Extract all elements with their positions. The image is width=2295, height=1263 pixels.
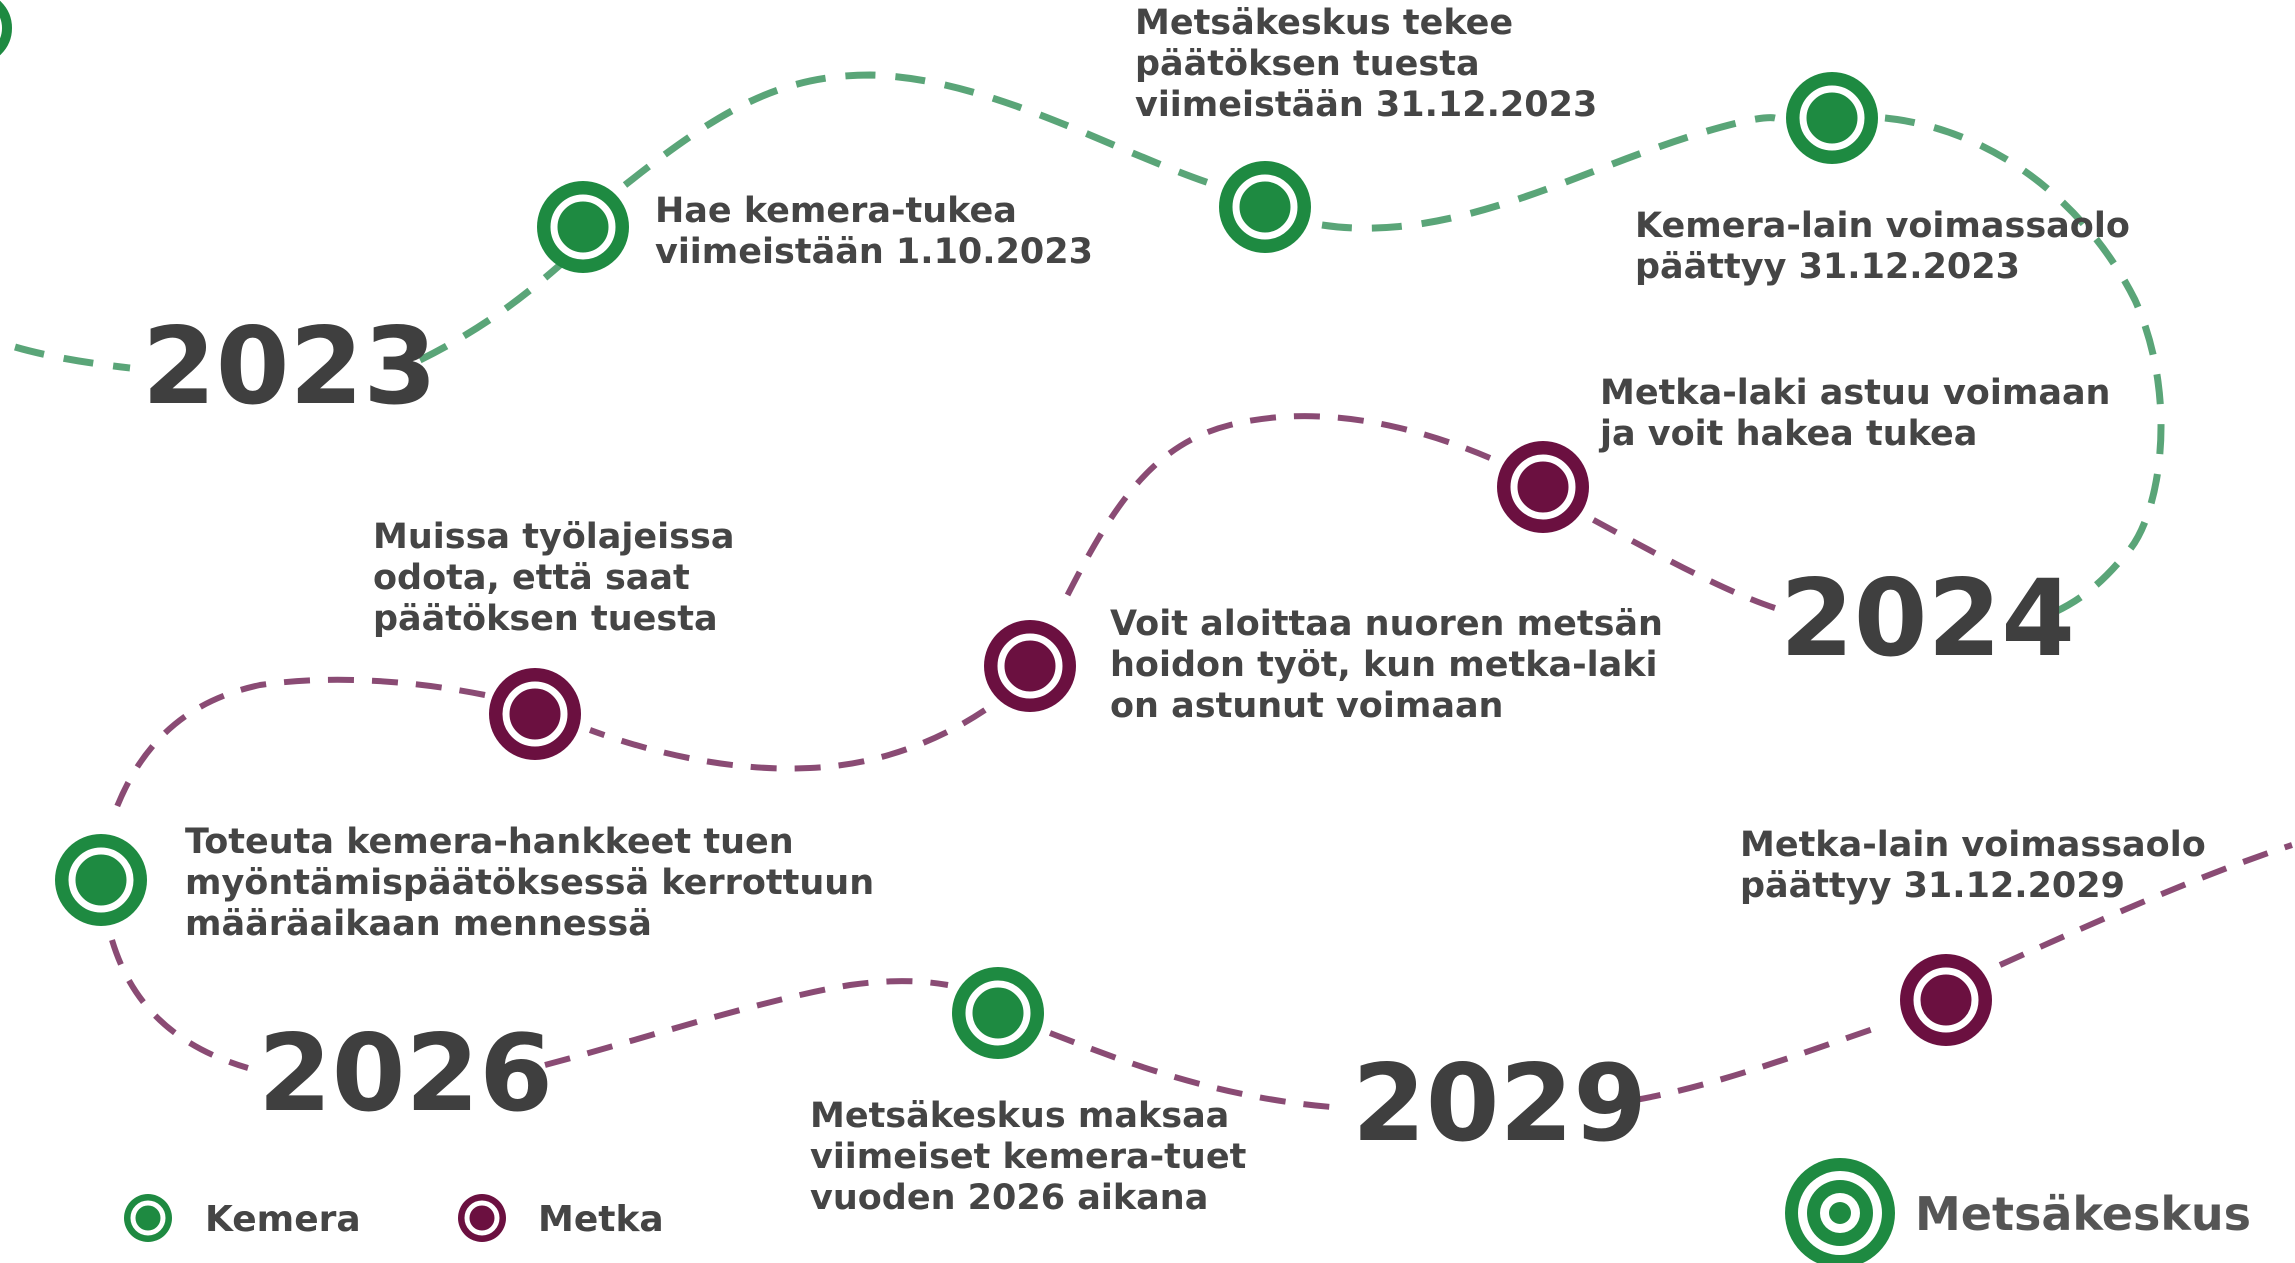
kemera-milestone-marker-6 bbox=[55, 834, 147, 926]
corner-ring bbox=[0, 0, 12, 56]
milestone-label-line: Muissa työlajeissa bbox=[373, 517, 734, 557]
kemera-milestone-marker-7 bbox=[952, 967, 1044, 1059]
milestone-label-line: Kemera-lain voimassaolo bbox=[1635, 206, 2130, 246]
kemera-marker-icon bbox=[1219, 161, 1311, 253]
legend-kemera-marker-ring bbox=[130, 1200, 166, 1236]
kemera-marker-icon bbox=[1786, 72, 1878, 164]
legend-metka: Metka bbox=[458, 1194, 664, 1242]
milestone-label-line: myöntämispäätöksessä kerrottuun bbox=[185, 863, 874, 903]
legend: Kemera Metka bbox=[124, 1194, 664, 1242]
milestone-label-line: hoidon työt, kun metka-laki bbox=[1110, 645, 1658, 685]
kemera-milestone-marker-0 bbox=[537, 181, 629, 273]
brand-name: Metsäkeskus bbox=[1915, 1187, 2251, 1241]
year-labels: 2023 2024 2026 2029 bbox=[142, 305, 2075, 1165]
year-2024: 2024 bbox=[1780, 557, 2075, 680]
milestone-label-line: Hae kemera-tukea bbox=[655, 191, 1017, 231]
kemera-marker-ring bbox=[68, 847, 134, 913]
kemera-marker-icon bbox=[537, 181, 629, 273]
metka-path-maksaa-to-2029 bbox=[1048, 1030, 1346, 1111]
metka-path-2026-to-maksaa bbox=[544, 978, 949, 1068]
metka-marker-icon bbox=[984, 620, 1076, 712]
milestone-label-line: vuoden 2026 aikana bbox=[810, 1178, 1208, 1218]
milestone-label-line: päättyy 31.12.2023 bbox=[1635, 247, 2020, 287]
milestone-label-line: päätöksen tuesta bbox=[1135, 44, 1480, 84]
metka-marker-icon bbox=[1900, 954, 1992, 1046]
metka-path-laki-to-aloittaa bbox=[1057, 413, 1492, 612]
brand-logo: Metsäkeskus bbox=[1785, 1158, 2251, 1263]
kemera-path-segments bbox=[14, 71, 2165, 616]
milestone-label-line: päätöksen tuesta bbox=[373, 599, 718, 639]
kemera-marker-icon bbox=[952, 967, 1044, 1059]
kemera-marker-ring bbox=[1799, 85, 1865, 151]
milestone-label-line: viimeiset kemera-tuet bbox=[810, 1137, 1246, 1177]
kemera-milestone-marker-1 bbox=[1219, 161, 1311, 253]
metka-marker-ring bbox=[997, 633, 1063, 699]
metka-path-2024-to-laki bbox=[1588, 515, 1776, 611]
legend-kemera-label: Kemera bbox=[205, 1199, 361, 1240]
legend-metka-label: Metka bbox=[538, 1199, 664, 1240]
milestone-label-line: määräaikaan mennessä bbox=[185, 904, 652, 944]
metka-path-2029-to-voimassaolo bbox=[1634, 1022, 1886, 1103]
year-2023: 2023 bbox=[142, 305, 437, 428]
legend-kemera: Kemera bbox=[124, 1194, 361, 1242]
kemera-milestone-marker-2 bbox=[1786, 72, 1878, 164]
kemera-marker-ring bbox=[965, 980, 1031, 1046]
kemera-path-2023-to-hae bbox=[418, 262, 563, 364]
milestone-label-line: Toteuta kemera-hankkeet tuen bbox=[185, 822, 794, 862]
year-2026: 2026 bbox=[258, 1012, 553, 1135]
milestone-label-line: Voit aloittaa nuoren metsän bbox=[1110, 604, 1663, 644]
milestone-label-line: odota, että saat bbox=[373, 558, 690, 598]
milestone-label-line: päättyy 31.12.2029 bbox=[1740, 866, 2125, 906]
metka-path-muissa-to-toteuta bbox=[109, 676, 486, 821]
metka-milestone-marker-5 bbox=[489, 668, 581, 760]
metka-marker-icon bbox=[489, 668, 581, 760]
milestone-label-line: Metsäkeskus maksaa bbox=[810, 1096, 1229, 1136]
metsakeskus-logo-icon bbox=[1785, 1158, 1895, 1263]
milestone-label-line: on astunut voimaan bbox=[1110, 686, 1503, 726]
milestone-label-line: Metka-lain voimassaolo bbox=[1740, 825, 2206, 865]
metka-path-aloittaa-to-muissa bbox=[588, 707, 987, 772]
kemera-marker-icon bbox=[55, 834, 147, 926]
metka-milestone-marker-3 bbox=[1497, 441, 1589, 533]
metka-marker-ring bbox=[502, 681, 568, 747]
milestone-label-line: ja voit hakea tukea bbox=[1598, 414, 1977, 454]
legend-metka-marker-ring bbox=[464, 1200, 500, 1236]
milestone-markers bbox=[55, 72, 1992, 1059]
metka-path-trail-out bbox=[1998, 842, 2293, 968]
kemera-marker-ring bbox=[1232, 174, 1298, 240]
kemera-path-voimassaolo-to-2024 bbox=[1884, 114, 2165, 616]
year-2029: 2029 bbox=[1352, 1042, 1647, 1165]
kemera-marker-ring bbox=[550, 194, 616, 260]
milestone-label-line: Metsäkeskus tekee bbox=[1135, 3, 1513, 43]
metka-marker-ring bbox=[1913, 967, 1979, 1033]
metka-marker-icon bbox=[1497, 441, 1589, 533]
milestone-label-line: viimeistään 1.10.2023 bbox=[655, 232, 1093, 272]
metka-path-segments bbox=[109, 413, 2293, 1111]
milestone-label-line: viimeistään 31.12.2023 bbox=[1135, 85, 1597, 125]
kemera-path-hae-to-paatos bbox=[622, 71, 1217, 189]
logo-dot bbox=[1829, 1202, 1851, 1224]
milestone-label-line: Metka-laki astuu voimaan bbox=[1600, 373, 2110, 413]
metka-path-toteuta-to-2026 bbox=[109, 939, 249, 1071]
kemera-path-lead-in bbox=[14, 343, 131, 372]
metka-milestone-marker-8 bbox=[1900, 954, 1992, 1046]
metka-marker-ring bbox=[1510, 454, 1576, 520]
corner-ring-icon bbox=[0, 0, 12, 56]
metka-milestone-marker-4 bbox=[984, 620, 1076, 712]
